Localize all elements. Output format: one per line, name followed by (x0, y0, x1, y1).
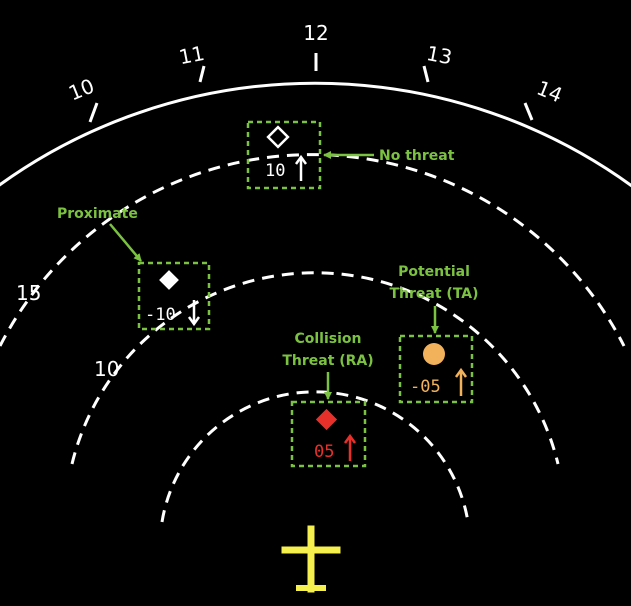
target-box (246, 120, 322, 190)
target-box (398, 334, 474, 404)
label-resolution-advisory-line2: Threat (RA) (282, 353, 373, 369)
callout-arrow-proximate (109, 223, 142, 262)
range-label-10: 10 (94, 357, 119, 381)
climbing-arrow-icon (343, 433, 357, 461)
range-label-15: 15 (16, 281, 41, 305)
climbing-arrow-icon (454, 367, 468, 396)
altitude-readout: 05 (314, 442, 334, 462)
label-traffic-advisory-line2: Threat (TA) (389, 286, 478, 302)
heading-label-11: 11 (177, 41, 207, 69)
target-no-threat: 10 (246, 120, 322, 190)
target-traffic-advisory: -05 (398, 334, 474, 404)
filled-diamond-icon (159, 270, 179, 290)
hollow-diamond-icon (266, 125, 290, 149)
heading-tick-13 (422, 65, 430, 83)
heading-arc (0, 81, 631, 188)
label-proximate: Proximate (57, 206, 138, 222)
target-box (137, 261, 211, 331)
descending-arrow-icon (187, 300, 201, 327)
heading-label-12: 12 (303, 21, 328, 45)
target-proximate: -10 (137, 261, 211, 331)
target-box (290, 400, 367, 468)
aircraft-icon (281, 525, 341, 593)
label-resolution-advisory-line1: Collision (294, 331, 361, 347)
label-no-threat: No threat (379, 148, 455, 164)
filled-circle-icon (423, 343, 445, 365)
heading-tick-14 (523, 102, 534, 121)
heading-tick-10 (88, 102, 99, 123)
heading-label-13: 13 (425, 41, 455, 69)
heading-ticks (88, 53, 534, 123)
climbing-arrow-icon (294, 154, 308, 181)
altitude-readout: -05 (410, 377, 441, 397)
range-ring-outer (0, 153, 626, 347)
altitude-readout: 10 (265, 161, 285, 181)
heading-tick-11 (198, 65, 206, 83)
range-ring-middle (70, 271, 560, 465)
altitude-readout: -10 (145, 305, 176, 325)
range-ring-inner (160, 390, 470, 523)
label-traffic-advisory-line1: Potential (398, 264, 470, 280)
